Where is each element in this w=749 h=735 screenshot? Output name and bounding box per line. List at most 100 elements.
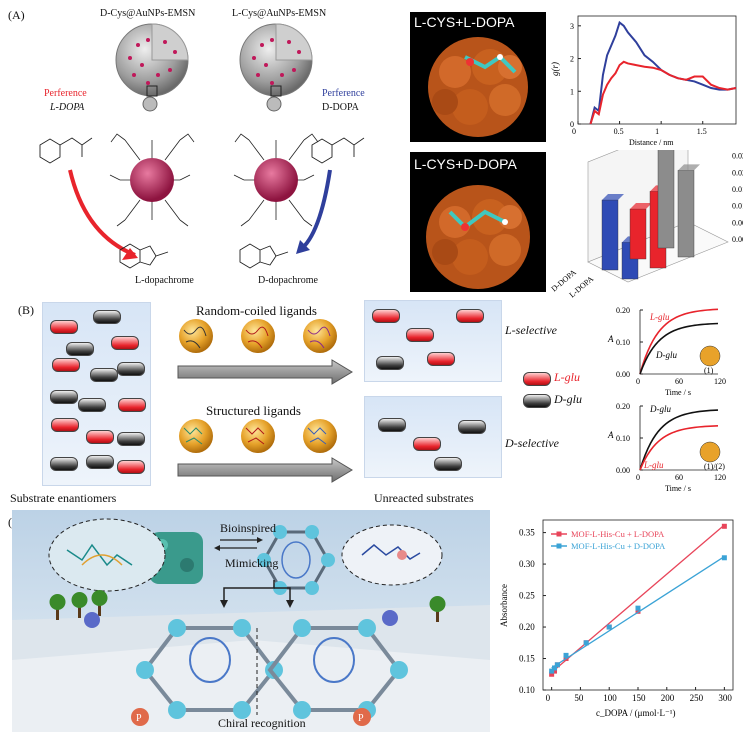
right-emsn-sphere	[239, 23, 313, 112]
substrate-pill	[50, 390, 78, 404]
bar3d-bar	[601, 199, 619, 271]
kin-ytick-label: 0.00	[616, 370, 630, 379]
left-au-core	[130, 158, 174, 202]
kin-ylabel: A	[607, 334, 614, 344]
pref-left-label: Perference	[44, 88, 87, 99]
cal-point	[635, 608, 641, 614]
gr-series-1	[589, 60, 737, 125]
svg-text:P: P	[136, 713, 142, 724]
panel-b-label: (B)	[18, 303, 34, 317]
cal-point	[549, 671, 555, 677]
substrate-pill	[111, 336, 139, 350]
kin-series-0	[639, 409, 719, 471]
kin-xtick-label: 60	[675, 473, 683, 482]
structured-particle-1	[179, 419, 213, 453]
structured-arrow	[177, 457, 353, 483]
mof-top-nodes	[257, 525, 335, 595]
random-particle-1	[179, 319, 213, 353]
kin-particle-icon	[699, 345, 721, 367]
cal-legend-marker	[556, 543, 562, 549]
sim-cluster-1	[428, 37, 528, 137]
random-particle-3	[303, 319, 337, 353]
pref-right-sub: D-DOPA	[322, 102, 359, 113]
result-pill	[376, 356, 404, 370]
unreacted-caption: Unreacted substrates	[374, 491, 474, 505]
legend-d-glu-label: D-glu	[554, 392, 582, 406]
bar3d-bar	[677, 170, 695, 258]
kin-particle-icon	[699, 441, 721, 463]
mof-schematic: P P	[12, 510, 490, 732]
left-red-arrow	[68, 169, 136, 257]
right-blue-arrow	[298, 169, 332, 252]
gr-xtick-label: 0.5	[614, 127, 624, 136]
kin-ytick-label: 0.20	[616, 306, 630, 315]
legend-d-glu-pill	[523, 394, 551, 408]
cal-point	[721, 555, 727, 561]
kin-ytick-label: 0.20	[616, 402, 630, 411]
d-dopachrome-structure	[239, 243, 289, 269]
legend-l-glu-pill	[523, 372, 551, 386]
cal-legend-label: MOF-L-His-Cu + D-DOPA	[571, 541, 666, 551]
cal-ytick-label: 0.10	[519, 685, 535, 695]
mimicking-label: Mimicking	[225, 556, 279, 570]
bar3d-ztick-label: 0.010	[732, 202, 743, 211]
d-molecule-left	[84, 612, 100, 628]
kin-xlabel: Time / s	[665, 484, 691, 493]
result-pill	[372, 309, 400, 323]
result-pill	[456, 309, 484, 323]
cal-xtick-label: 300	[718, 693, 732, 703]
structured-particle-3	[303, 419, 337, 453]
gr-ytick-label: 2	[570, 55, 574, 64]
gr-ylabel: g(r)	[550, 62, 560, 76]
sim-l-d-box	[410, 152, 546, 292]
cal-xtick-label: 50	[574, 693, 584, 703]
substrate-pill	[86, 430, 114, 444]
right-particle-title: L-Cys@AuNPs-EMSN	[232, 8, 327, 19]
d-dopachrome-label: D-dopachrome	[258, 275, 318, 286]
kin-xtick-label: 60	[675, 377, 683, 386]
sim-cluster-2	[426, 185, 530, 289]
cal-fit-0	[551, 524, 725, 673]
sim-top-label: L-CYS+L-DOPA	[414, 14, 515, 30]
kin-ytick-label: 0.10	[616, 338, 630, 347]
cal-ylabel: Absorbance	[499, 584, 509, 627]
kin-xtick-label: 120	[714, 377, 726, 386]
substrate-pill	[117, 460, 145, 474]
result-pill	[413, 437, 441, 451]
bar3d-bar-top	[602, 194, 624, 200]
kin-xtick-label: 120	[714, 473, 726, 482]
d-dopa-structure	[311, 137, 365, 164]
bar3d-bar	[657, 150, 675, 249]
substrate-pill	[117, 432, 145, 446]
gr-ytick-label: 3	[570, 22, 574, 31]
cal-point	[563, 652, 569, 658]
kin-series-0	[639, 308, 719, 375]
gr-ytick-label: 0	[570, 120, 574, 129]
kin-xtick-label: 0	[636, 377, 640, 386]
panel-a-label: (A)	[8, 8, 25, 22]
substrate-pill	[90, 368, 118, 382]
kin1-series-label-l: L-glu	[649, 312, 670, 322]
cal-point	[552, 665, 558, 671]
cal-ytick-label: 0.35	[519, 528, 535, 538]
cal-xtick-label: 100	[603, 693, 617, 703]
kin-series-1	[639, 322, 719, 375]
substrate-caption: Substrate enantiomers	[10, 491, 117, 505]
trees-left	[49, 590, 108, 620]
kin1-series-label-d: D-glu	[655, 350, 677, 360]
sim-bottom-label: L-CYS+D-DOPA	[414, 156, 517, 172]
gr-xtick-label: 1	[655, 127, 659, 136]
result-pill	[406, 328, 434, 342]
cal-xtick-label: 150	[632, 693, 646, 703]
bioinspired-label: Bioinspired	[220, 521, 276, 535]
structured-title: Structured ligands	[206, 403, 301, 418]
cal-xtick-label: 200	[661, 693, 675, 703]
substrate-pill	[118, 398, 146, 412]
random-title: Random-coiled ligands	[196, 303, 317, 318]
substrate-pill	[78, 398, 106, 412]
bar3d-ztick-label: 0.015	[732, 185, 743, 194]
substrate-pill	[52, 358, 80, 372]
cal-ytick-label: 0.25	[519, 591, 535, 601]
kin-xlabel: Time / s	[665, 388, 691, 397]
